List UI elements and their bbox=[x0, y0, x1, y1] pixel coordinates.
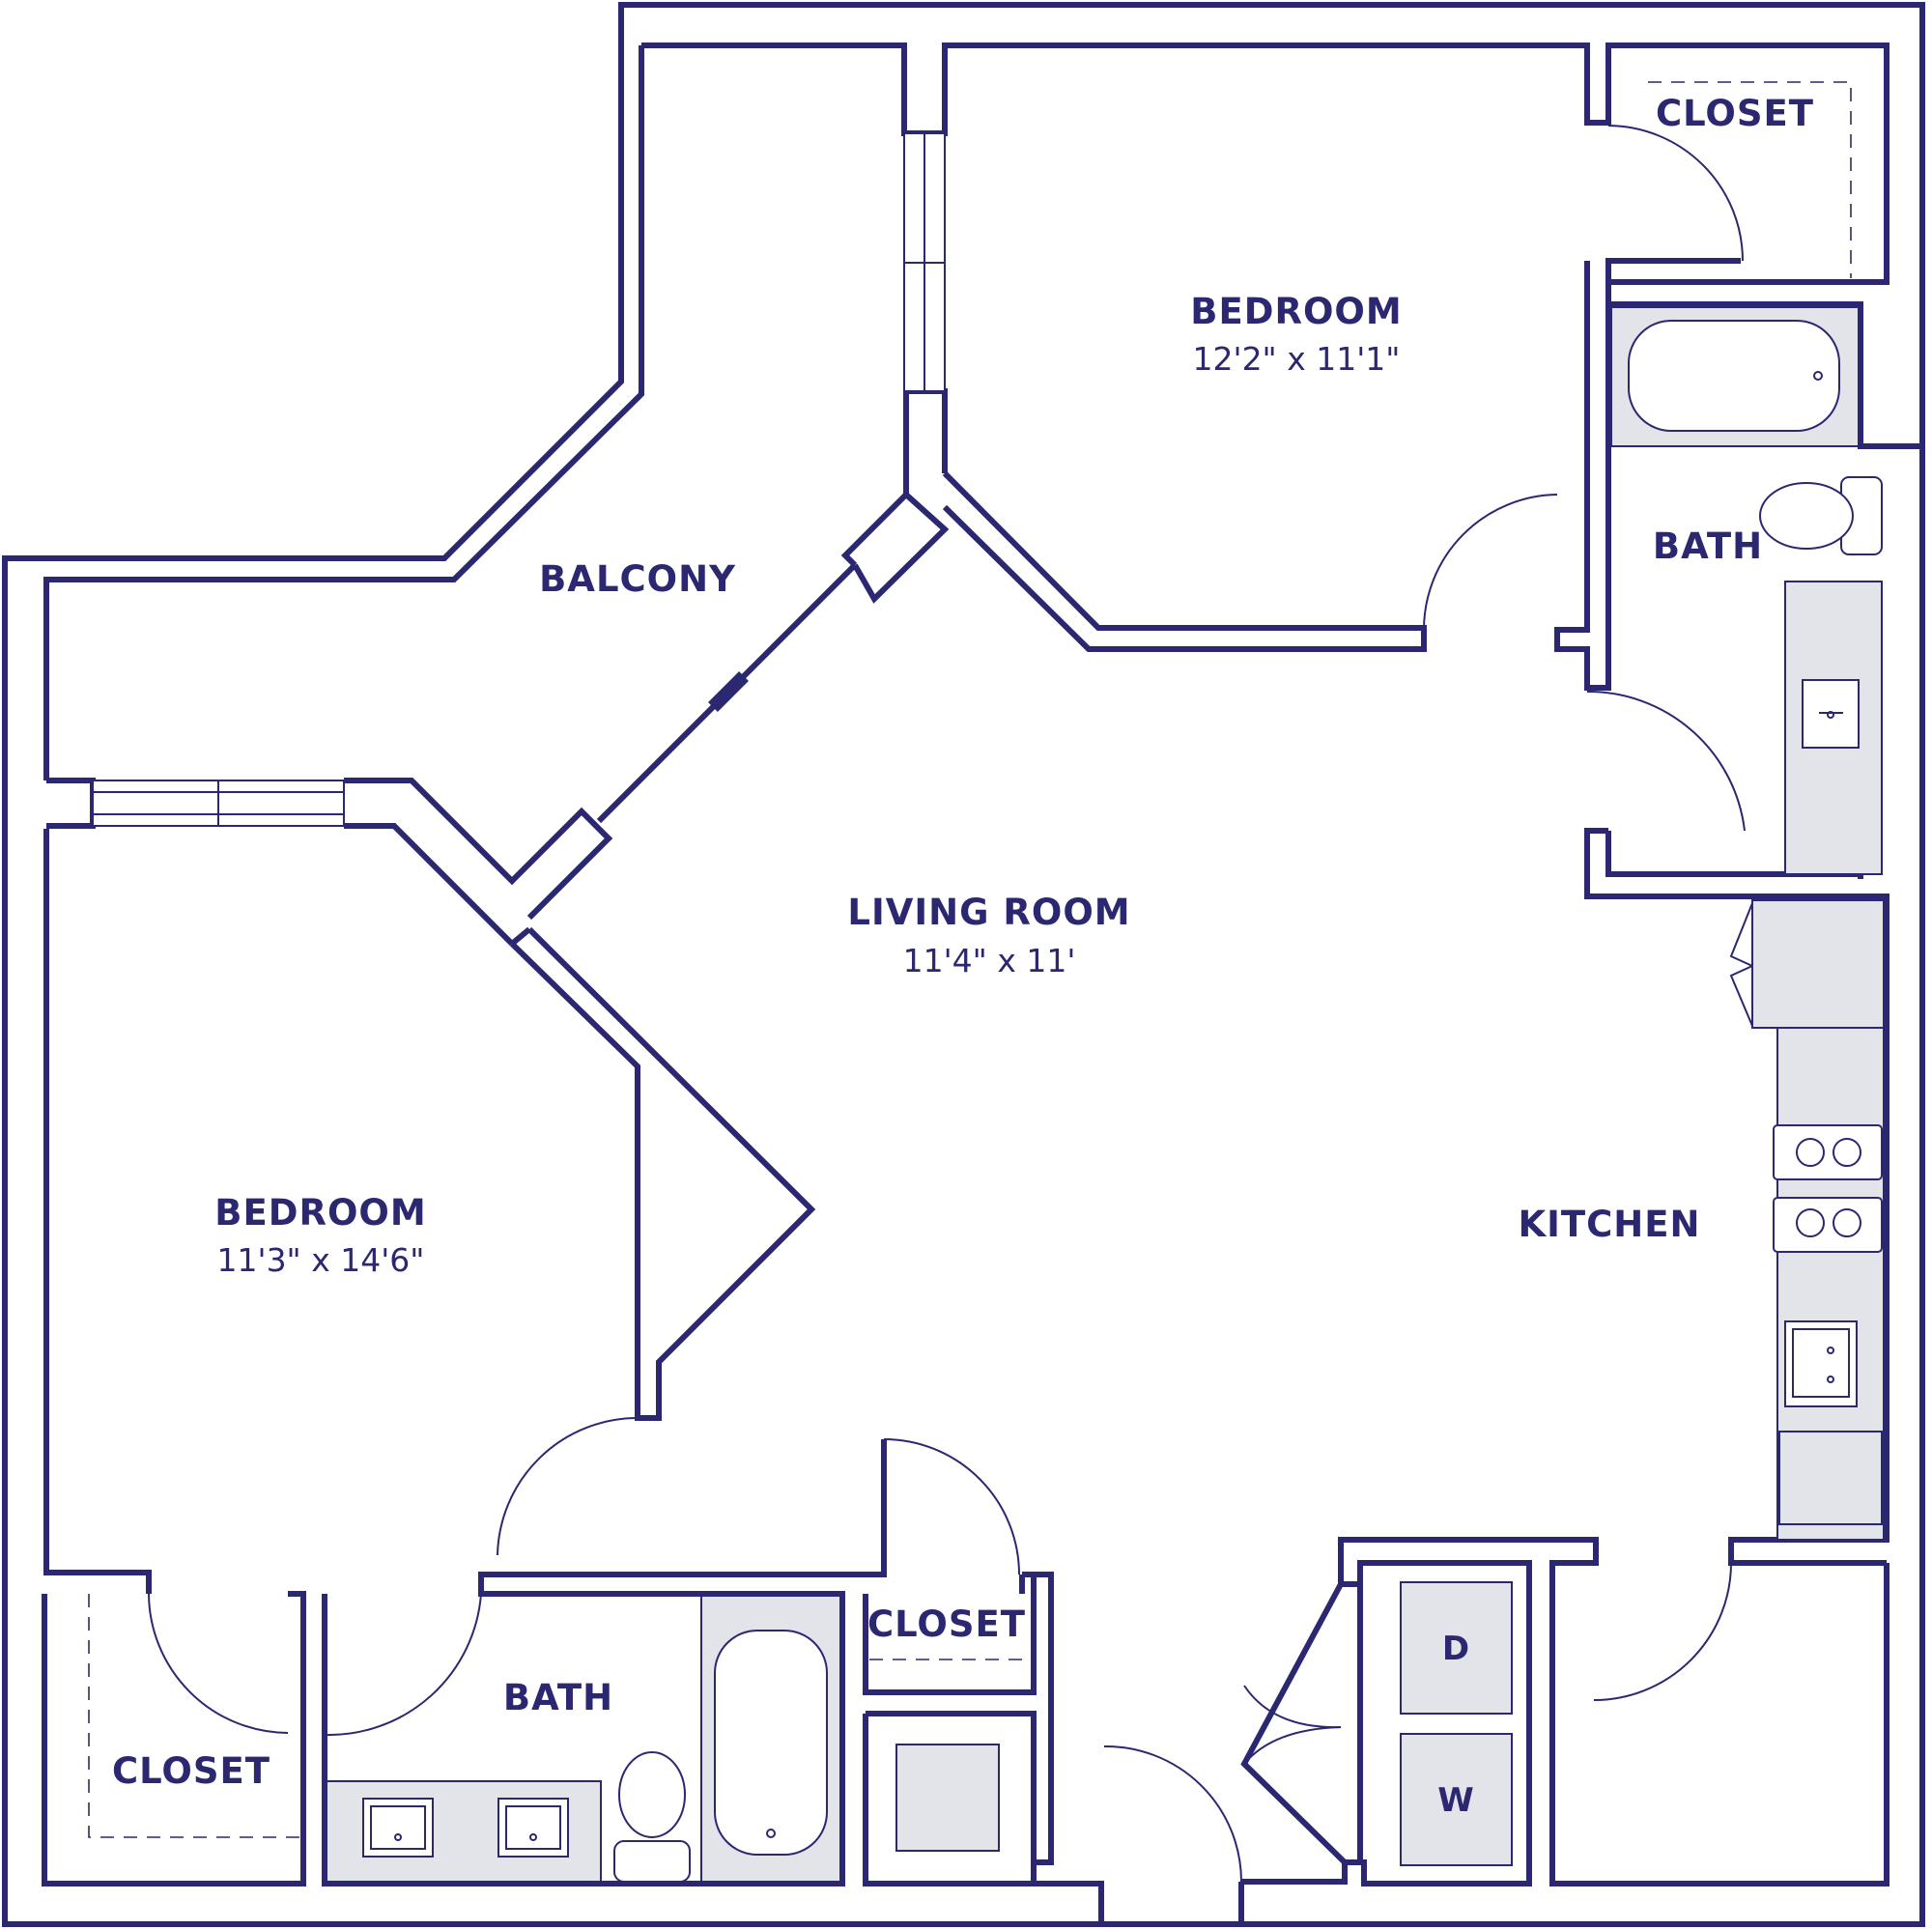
dryer-label: D bbox=[1442, 1630, 1469, 1668]
closet-shelves bbox=[88, 81, 1852, 1838]
kitchen-label: KITCHEN bbox=[1518, 1204, 1700, 1245]
interior-walls bbox=[46, 132, 1922, 1924]
closet-top-right-label: CLOSET bbox=[1656, 93, 1814, 134]
closet-hall-label: CLOSET bbox=[867, 1603, 1026, 1645]
bedroom-top-dimensions: 12'2" x 11'1" bbox=[1193, 340, 1401, 378]
door-swings bbox=[148, 125, 1755, 1883]
bath-bottom-label: BATH bbox=[503, 1677, 613, 1718]
fixtures bbox=[326, 306, 1885, 1884]
bedroom-top-label: BEDROOM bbox=[1190, 291, 1402, 332]
closet-bottom-left-label: CLOSET bbox=[112, 1750, 270, 1792]
bath-right-label: BATH bbox=[1653, 525, 1763, 567]
living-room-dimensions: 11'4" x 11' bbox=[903, 942, 1076, 979]
washer-label: W bbox=[1437, 1781, 1474, 1820]
room-labels: BEDROOM 12'2" x 11'1" CLOSET BATH BALCON… bbox=[112, 93, 1814, 1820]
balcony-label: BALCONY bbox=[539, 558, 736, 600]
living-room-label: LIVING ROOM bbox=[847, 892, 1130, 933]
bedroom-left-label: BEDROOM bbox=[214, 1192, 426, 1234]
bedroom-left-dimensions: 11'3" x 14'6" bbox=[217, 1241, 425, 1279]
